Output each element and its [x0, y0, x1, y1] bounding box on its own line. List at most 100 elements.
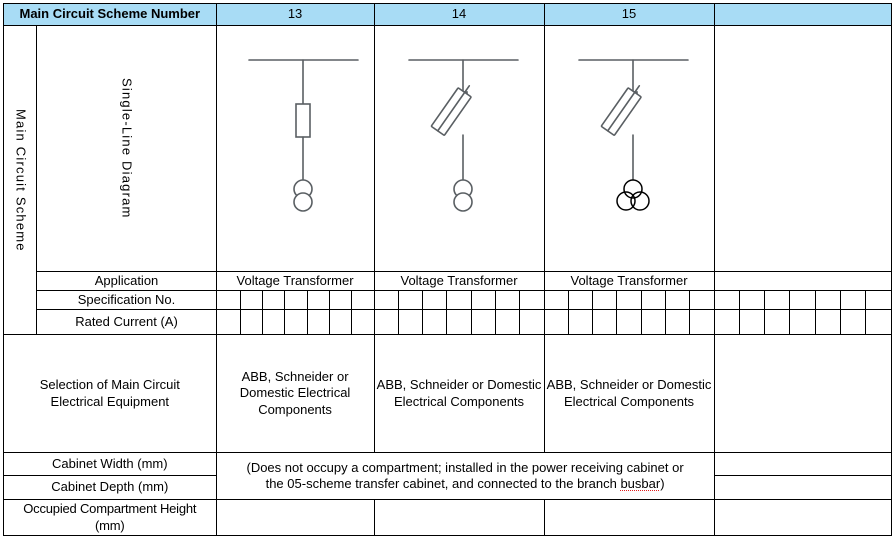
row-label-och-line2: (mm) [95, 517, 125, 533]
spec-cell[interactable] [239, 290, 264, 310]
side-label-main-circuit-scheme-text: Main Circuit Scheme [13, 108, 29, 252]
spec-cell[interactable] [543, 290, 569, 310]
rated-cell[interactable] [689, 309, 715, 335]
side-label-single-line-diagram-text: Single-Line Diagram [119, 78, 135, 219]
row-label-cabinet-width: Cabinet Width (mm) [3, 452, 217, 476]
cabinet-width-value-empty[interactable] [713, 452, 893, 476]
application-row: Application Voltage Transformer Voltage … [4, 271, 893, 291]
diagram-cell-empty [713, 25, 893, 272]
rated-cell[interactable] [373, 309, 399, 335]
fuse-13 [294, 102, 311, 138]
scheme-number-empty [713, 3, 893, 26]
row-label-equipment-selection-line1: Selection of Main Circuit [39, 377, 180, 393]
rated-cell[interactable] [865, 309, 892, 335]
row-label-equipment-selection-line2: Electrical Equipment [50, 393, 170, 409]
fuse-switch-blade-14 [463, 84, 471, 93]
row-label-cabinet-depth: Cabinet Depth (mm) [3, 475, 217, 500]
rated-cell[interactable] [215, 309, 241, 335]
equipment-selection-row: Selection of Main Circuit Electrical Equ… [3, 334, 893, 453]
rated-cell[interactable] [262, 309, 286, 335]
rated-cell[interactable] [239, 309, 264, 335]
diagram-cell-14 [373, 25, 545, 272]
equipment-selection-value-14: ABB, Schneider or Domestic Electrical Co… [373, 334, 545, 453]
spec-cell[interactable] [640, 290, 666, 310]
rated-cell[interactable] [446, 309, 472, 335]
och-value-15[interactable] [543, 499, 715, 536]
rated-cell[interactable] [328, 309, 353, 335]
och-value-empty[interactable] [713, 499, 893, 536]
spec-cell[interactable] [865, 290, 892, 310]
spec-cell[interactable] [470, 290, 496, 310]
rated-cell[interactable] [470, 309, 496, 335]
row-label-rated-current: Rated Current (A) [36, 309, 217, 335]
spec-cell[interactable] [351, 290, 375, 310]
rated-cell[interactable] [543, 309, 569, 335]
spec-cell[interactable] [764, 290, 791, 310]
vt-winding-secondary-14 [453, 191, 473, 212]
spec-cell[interactable] [789, 290, 816, 310]
och-value-14[interactable] [373, 499, 545, 536]
rated-cell[interactable] [351, 309, 375, 335]
rated-cell[interactable] [713, 309, 740, 335]
side-label-main-circuit-scheme: Main Circuit Scheme [2, 25, 38, 335]
spec-cell[interactable] [840, 290, 867, 310]
rated-cell[interactable] [422, 309, 448, 335]
diagram-cell-13 [215, 25, 375, 272]
spec-cell[interactable] [713, 290, 740, 310]
spec-cell[interactable] [519, 290, 545, 310]
application-value-13: Voltage Transformer [215, 271, 375, 291]
specification-no-row: Specification No. [4, 290, 892, 310]
vt-phase-b-15 [616, 190, 636, 211]
vt-winding-secondary-13 [292, 191, 313, 212]
cabinet-depth-value-empty[interactable] [713, 475, 893, 500]
rated-cell[interactable] [814, 309, 842, 335]
spec-cell[interactable] [592, 290, 618, 310]
rated-cell[interactable] [397, 309, 424, 335]
merged-note-line2-prefix: the 05-scheme transfer cabinet, and conn… [265, 476, 621, 491]
rated-cell[interactable] [616, 309, 642, 335]
fuse-switch-disconnector-14 [430, 84, 472, 136]
rated-cell[interactable] [306, 309, 330, 335]
rated-current-row: Rated Current (A) [4, 309, 892, 335]
merged-note-line1: (Does not occupy a compartment; installe… [246, 459, 684, 475]
single-line-diagram-14-svg [408, 58, 519, 212]
equipment-selection-value-15: ABB, Schneider or Domestic Electrical Co… [543, 334, 715, 453]
rated-cell[interactable] [764, 309, 791, 335]
spec-cell[interactable] [306, 290, 330, 310]
vt-phase-c-15 [630, 190, 650, 211]
rated-cell[interactable] [789, 309, 816, 335]
spec-cell[interactable] [738, 290, 766, 310]
fuse-switch-blade-15 [633, 84, 641, 93]
rated-cell[interactable] [840, 309, 867, 335]
rated-cell[interactable] [567, 309, 594, 335]
spec-cell[interactable] [373, 290, 399, 310]
rated-cell[interactable] [592, 309, 618, 335]
row-label-application: Application [36, 271, 217, 291]
rated-cell[interactable] [519, 309, 545, 335]
spec-cell[interactable] [616, 290, 642, 310]
och-value-13[interactable] [215, 499, 375, 536]
spec-cell[interactable] [567, 290, 594, 310]
diagram-cell-15 [543, 25, 715, 272]
rated-cell[interactable] [664, 309, 691, 335]
cabinet-width-row: Cabinet Width (mm) (Does not occupy a co… [3, 452, 893, 500]
spec-cell[interactable] [494, 290, 521, 310]
spec-cell[interactable] [215, 290, 241, 310]
spec-cell[interactable] [664, 290, 691, 310]
single-line-diagram-13-svg [247, 58, 359, 212]
spec-cell[interactable] [689, 290, 715, 310]
application-value-15: Voltage Transformer [543, 271, 715, 291]
rated-cell[interactable] [284, 309, 308, 335]
rated-cell[interactable] [738, 309, 766, 335]
spec-cell[interactable] [814, 290, 842, 310]
rated-cell[interactable] [640, 309, 666, 335]
spec-cell[interactable] [262, 290, 286, 310]
spec-cell[interactable] [422, 290, 448, 310]
spec-cell[interactable] [328, 290, 353, 310]
row-label-occupied-compartment-height: Occupied Compartment Height (mm) [3, 499, 217, 536]
spec-cell[interactable] [284, 290, 308, 310]
spec-cell[interactable] [446, 290, 472, 310]
spec-cell[interactable] [397, 290, 424, 310]
rated-cell[interactable] [494, 309, 521, 335]
